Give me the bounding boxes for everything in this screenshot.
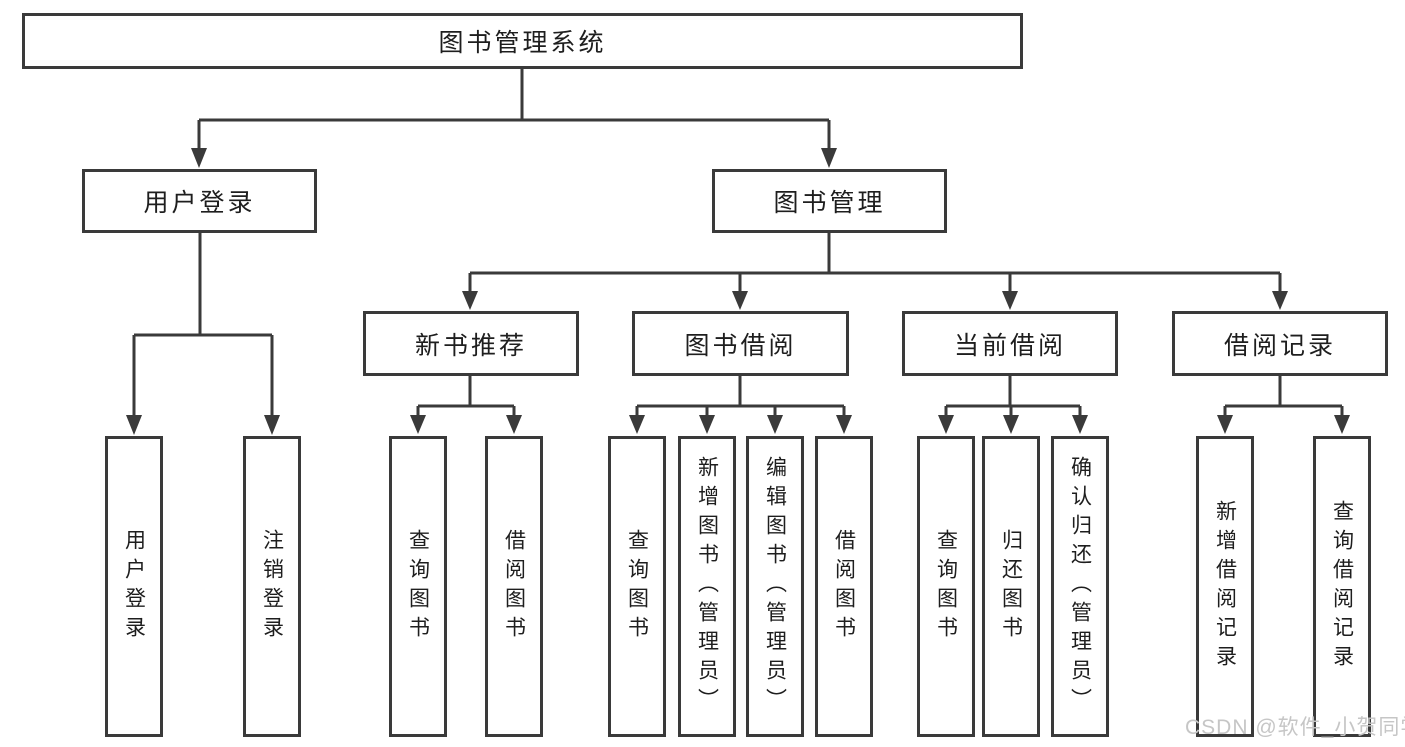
leaf-label: 查询图书 [625,528,649,645]
leaf-borrow-books: 借阅图书 [815,436,873,737]
leaf-label: 确认归还（管理员） [1068,456,1092,717]
node-book-borrowing: 图书借阅 [632,311,849,376]
node-label: 图书借阅 [684,331,797,360]
leaf-label: 查询借阅记录 [1330,499,1354,674]
node-label: 当前借阅 [953,331,1066,360]
node-user-login: 用户登录 [82,169,317,233]
leaf-label: 查询图书 [934,528,958,645]
node-label: 图书管理 [773,189,886,217]
leaf-label: 归还图书 [999,528,1023,645]
leaf-label: 用户登录 [122,528,146,645]
node-label: 图书管理系统 [438,29,607,57]
arrowheads [126,148,1350,435]
leaf-query-books-recommend: 查询图书 [389,436,447,737]
leaf-label: 查询图书 [406,528,430,645]
leaf-label: 借阅图书 [832,528,856,645]
node-new-book-recommend: 新书推荐 [363,311,579,376]
leaf-label: 新增图书（管理员） [695,456,719,717]
node-label: 用户登录 [143,189,256,217]
leaf-add-borrow-record: 新增借阅记录 [1196,436,1254,737]
node-label: 借阅记录 [1223,331,1336,360]
leaf-edit-books-admin: 编辑图书（管理员） [746,436,804,737]
leaf-label: 注销登录 [260,528,284,645]
node-book-management: 图书管理 [712,169,947,233]
watermark-text: CSDN @软件_小贺同学 [1185,716,1405,739]
leaf-add-books-admin: 新增图书（管理员） [678,436,736,737]
leaf-query-books-borrow: 查询图书 [608,436,666,737]
node-current-borrowing: 当前借阅 [902,311,1118,376]
node-library-management-system: 图书管理系统 [22,13,1023,69]
leaf-label: 借阅图书 [502,528,526,645]
leaf-label: 新增借阅记录 [1213,499,1237,674]
leaf-logout: 注销登录 [243,436,301,737]
leaf-user-login: 用户登录 [105,436,163,737]
node-borrowing-records: 借阅记录 [1172,311,1388,376]
leaf-return-books: 归还图书 [982,436,1040,737]
leaf-label: 编辑图书（管理员） [763,456,787,717]
leaf-borrow-books-recommend: 借阅图书 [485,436,543,737]
leaf-query-books-current: 查询图书 [917,436,975,737]
leaf-query-borrow-record: 查询借阅记录 [1313,436,1371,737]
leaf-confirm-return-admin: 确认归还（管理员） [1051,436,1109,737]
node-label: 新书推荐 [414,331,527,360]
